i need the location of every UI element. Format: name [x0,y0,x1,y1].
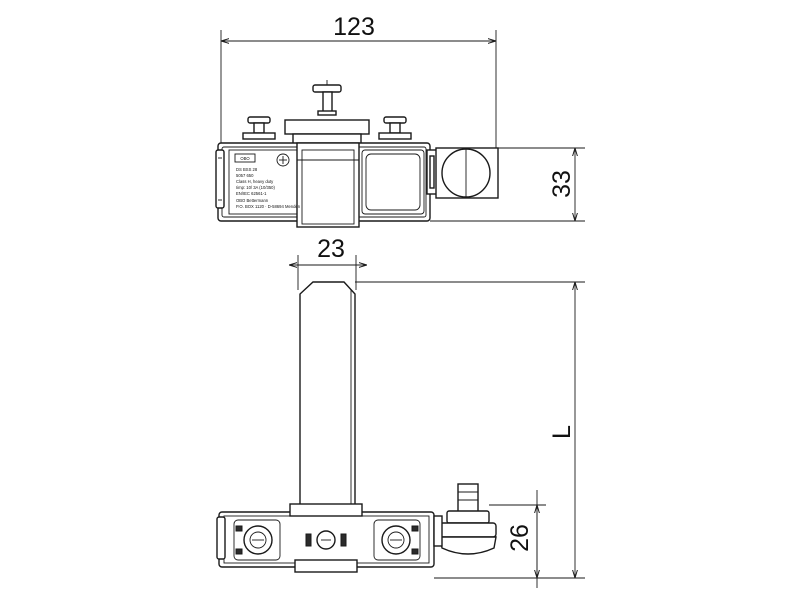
dimension-123-label: 123 [333,13,375,41]
product-label: OBO DS BSS 28 5057 650 Class H, heavy du… [234,153,301,209]
product-label-line-3: Iimp: 10/ 3A (10/350) [236,185,275,190]
round-conductor-holder [435,147,499,199]
product-label-brand: OBO [240,156,250,161]
product-label-line-1: 5057 650 [236,173,254,178]
dimension-26-label: 26 [506,524,534,552]
clamp-body [215,142,438,228]
central-yoke [284,119,370,145]
dimension-123: 123 [220,13,497,148]
vertical-rod [299,281,356,511]
dimension-33-label: 33 [548,170,576,198]
product-label-line-2: Class H, heavy duty [236,179,274,184]
dimension-L: L [355,281,585,579]
top-left-screw [242,116,276,140]
product-label-line-5: OBO Bettermann [236,198,269,203]
dimension-33: 33 [430,147,585,222]
base-clamp [216,503,435,573]
product-label-line-4: EN/IEC 62561-1 [236,191,267,196]
dimension-26: 26 [489,490,546,588]
product-label-line-0: DS BSS 28 [236,167,258,172]
dimension-L-label: L [548,425,576,439]
side-view: 23 [216,235,585,588]
dimension-23-label: 23 [317,235,345,263]
dimension-23: 23 [289,235,367,290]
top-center-screw [312,80,342,116]
top-view: 123 [215,13,585,228]
connector-bolt [433,483,497,555]
top-right-screw [378,116,412,140]
product-label-line-6: P.O. BOX 1120 · D-58694 Menden [236,204,301,209]
